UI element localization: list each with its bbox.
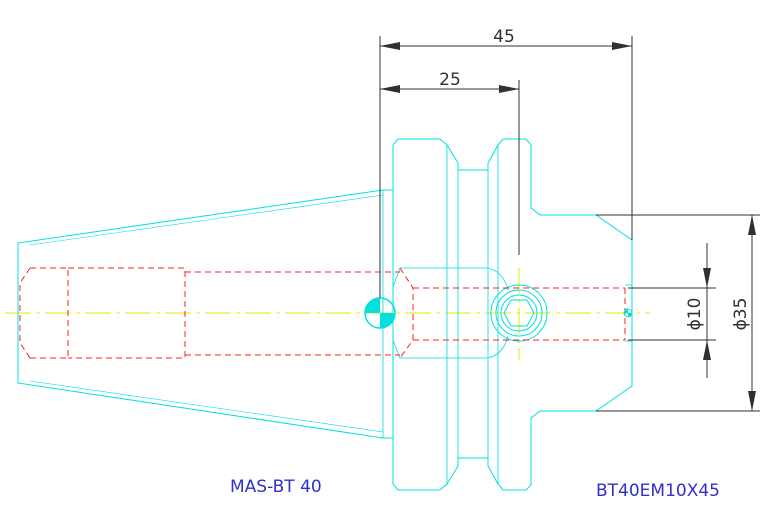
dimension-arrows	[380, 42, 756, 411]
bore-outline	[392, 267, 509, 359]
set-screw-outer	[490, 284, 548, 342]
flange-upper-outline	[383, 138, 633, 491]
part-number-label: BT40EM10X45	[596, 481, 720, 501]
dim-35-text: ϕ35	[731, 298, 751, 331]
hex-socket	[503, 299, 535, 327]
hidden-lines	[19, 267, 626, 359]
dim-45-text: 45	[493, 27, 515, 47]
taper-nose-inner	[29, 194, 384, 433]
center-mark-right	[623, 308, 633, 318]
dimension-lines	[379, 36, 760, 412]
centerline	[5, 268, 650, 360]
taper-bore-upper	[68, 267, 186, 359]
pull-stud-bore	[19, 267, 69, 359]
groove-lines	[446, 145, 499, 484]
holder-outline	[17, 138, 633, 491]
center-mark-left	[364, 297, 396, 329]
set-screw-inner	[500, 294, 538, 332]
tool-bore	[399, 267, 414, 359]
dim-10-text: ϕ10	[685, 298, 705, 331]
set-screw-mid	[495, 289, 543, 337]
taper-shank-outline	[17, 189, 384, 439]
through-bore	[185, 271, 400, 356]
taper-spec-label: MAS-BT 40	[230, 477, 322, 497]
dim-25-text: 25	[439, 70, 461, 90]
